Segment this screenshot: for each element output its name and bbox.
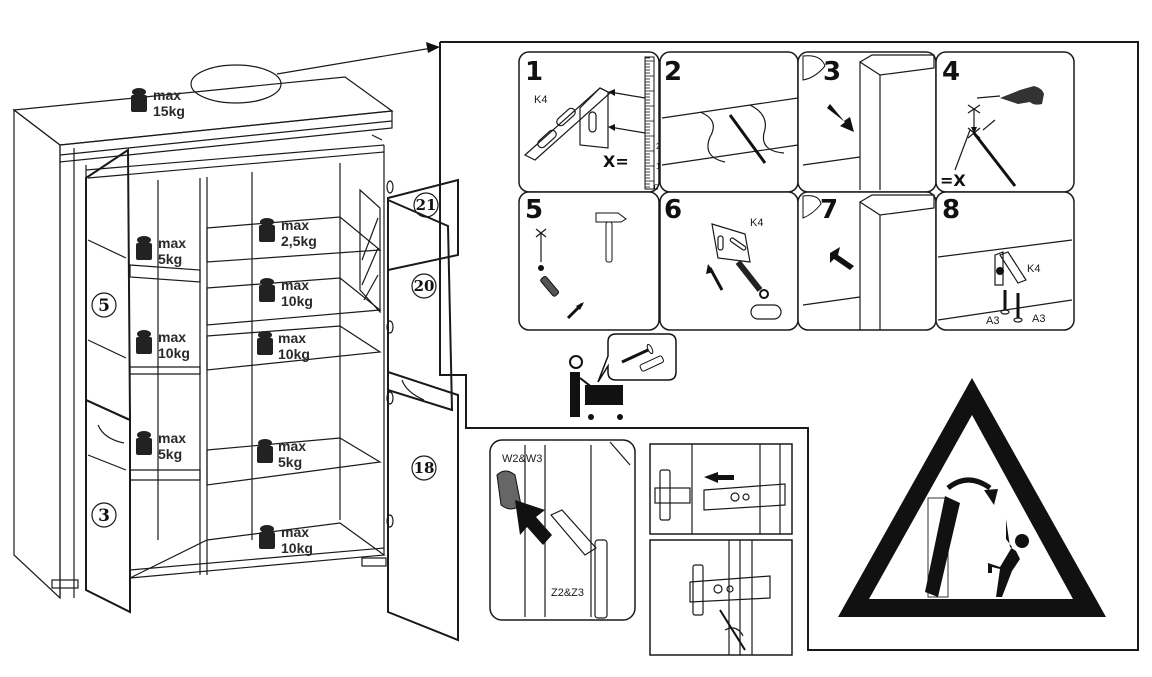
step-4-drill-drawing [954,86,1044,187]
arrow-down-right-icon [827,104,854,132]
step-number-8: 8 [942,195,960,225]
hinge-panel-1 [489,439,636,621]
tip-over-warning-icon [838,378,1106,617]
load-label-left-upper-max: max [158,235,186,251]
step-5-plug-drawing [535,212,627,320]
weight-icon [259,218,275,242]
step-panel-8 [935,191,1075,331]
weights [131,88,275,549]
step-panel-7 [797,191,937,331]
weight-icon [259,525,275,549]
step-8-label-k4: K4 [1027,263,1040,275]
shopping-cart-icon [569,333,677,420]
load-label-right-1-weight: 2,5kg [281,233,317,249]
part-number-20: 20 [414,277,435,295]
hinge-panel-3 [649,539,793,656]
load-label-right-2-weight: 10kg [281,293,313,309]
hammer-icon [595,212,627,263]
weight-icon [136,431,152,455]
weight-icon [136,330,152,354]
step-number-5: 5 [525,195,543,225]
drill-icon [1000,86,1044,105]
ruler-ticks [645,57,654,188]
hinge-label-w2-w3: W2&W3 [502,453,542,465]
load-label-left-middle-max: max [158,329,186,345]
instruction-frame [439,41,1139,651]
step-1-label-k4: K4 [534,94,547,106]
hinge-label-z2-z3: Z2&Z3 [551,587,584,599]
step-number-2: 2 [664,57,682,87]
step-panels: 1 2 3 4 5 6 7 8 K4 X= 2 1 0 [518,51,1075,331]
screw-icon [759,289,769,299]
load-label-right-bottom-weight: 10kg [281,540,313,556]
load-label-left-upper-weight: 5kg [158,251,182,267]
step-1-label-x: X= [603,152,629,171]
step-6-label-k4: K4 [750,217,763,229]
cabinet-drawing [12,42,459,642]
weight-icon [136,236,152,260]
ruler-tick-label-0: 0 [654,183,659,192]
screw-icon [621,343,654,364]
step-8-label-a3-right: A3 [1032,313,1045,325]
hinge-panels: W2&W3 Z2&Z3 [489,439,793,656]
step-number-7: 7 [820,195,838,225]
step-3-cabinet-drawing [802,54,935,190]
step-4-label-x: =X [940,171,966,190]
load-label-left-middle-weight: 10kg [158,345,190,361]
part-number-3: 3 [98,506,110,526]
part-number-5: 5 [98,296,110,316]
step-number-3: 3 [823,57,841,87]
step-1-bracket-drawing [523,56,655,190]
wall-plug-icon [540,275,560,297]
load-label-right-2-max: max [281,277,309,293]
load-label-right-4-max: max [278,438,306,454]
load-label-top-weight: 15kg [153,103,185,119]
wall-plug-icon [639,355,664,372]
ruler-tick-label-2: 2 [656,142,661,151]
arrow-left-icon [704,472,734,483]
arrow-icon [515,500,552,545]
weight-icon [257,439,273,463]
load-label-right-3-weight: 10kg [278,346,310,362]
step-2-marking-drawing [661,97,799,166]
load-label-left-lower-weight: 5kg [158,446,182,462]
step-number-4: 4 [942,57,960,87]
step-number-6: 6 [664,195,682,225]
arrow-up-left-icon [830,247,854,270]
step-7-cabinet-drawing [802,194,935,330]
load-label-right-bottom-max: max [281,524,309,540]
weight-icon [257,331,273,355]
step-8-bracket-drawing [937,239,1073,323]
load-label-left-lower-max: max [158,430,186,446]
load-label-right-1-max: max [281,217,309,233]
weight-icon [131,88,147,112]
weight-icon [259,278,275,302]
step-number-1: 1 [525,57,543,87]
load-label-right-3-max: max [278,330,306,346]
load-label-top-max: max [153,87,181,103]
ruler-tick-label-1: 1 [656,162,661,171]
part-number-18: 18 [414,459,435,477]
step-6-bracket-drawing [706,223,782,320]
load-labels: max 15kg max 5kg max 10kg max 5kg max 2,… [153,87,317,556]
part-number-21: 21 [416,196,437,214]
part-numbers: 5 3 21 20 18 [91,192,439,528]
step-8-label-a3-left: A3 [986,315,999,327]
speech-bubble [597,333,677,383]
load-label-right-4-weight: 5kg [278,454,302,470]
